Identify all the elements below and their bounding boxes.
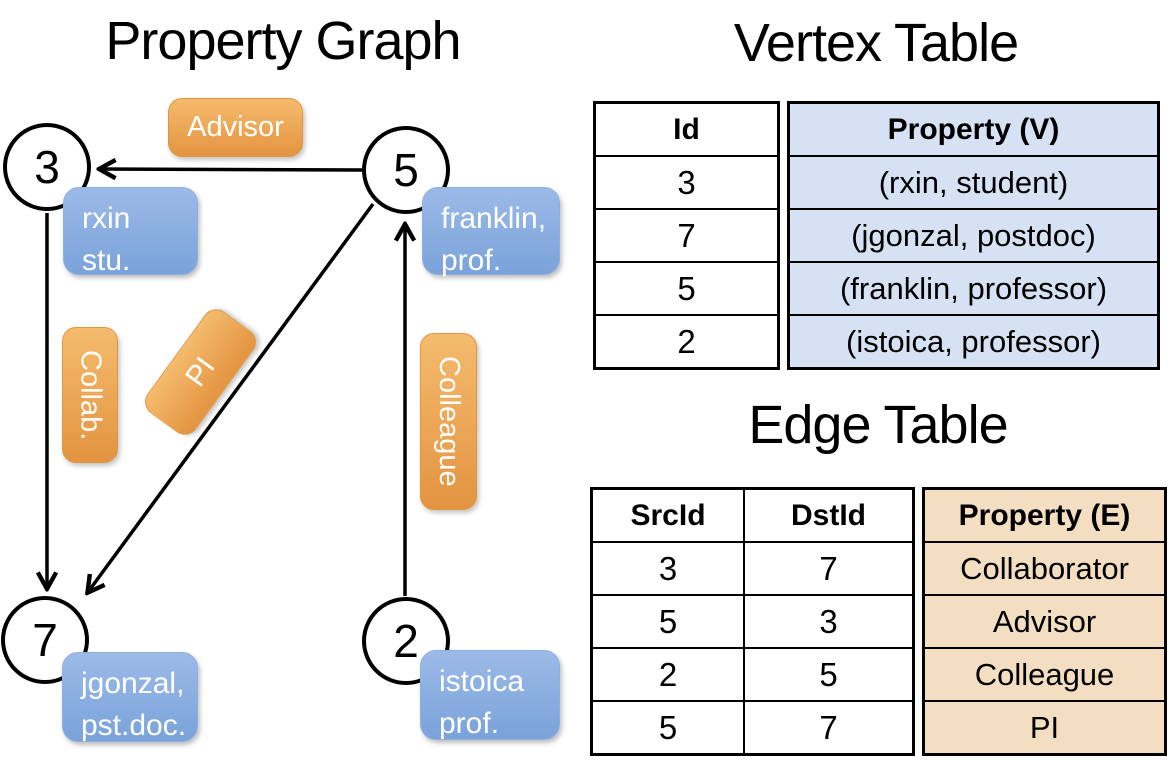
vertex-label-rxin: rxin stu. — [63, 187, 198, 277]
edge-table-srcid-header: SrcId — [630, 498, 706, 532]
edge-table-property-header: Property (E) — [958, 498, 1131, 532]
edge-table-srcid-column: SrcId 3 5 2 5 — [593, 490, 745, 753]
edge-label-text: PI — [179, 351, 222, 393]
vertex-label-franklin: franklin, prof. — [422, 187, 560, 277]
vertex-table: Id 3 7 5 2 Property (V) (rxin, student) … — [593, 101, 1160, 370]
vertex-table-property-column: Property (V) (rxin, student) (jgonzal, p… — [787, 101, 1160, 370]
vertex-label-line: prof. — [441, 244, 502, 277]
edge-table-dstid-header: DstId — [791, 498, 866, 532]
vertex-row-id: 7 — [596, 208, 777, 261]
advisor-edge-arrow — [100, 169, 363, 170]
vertex-label-line: franklin, — [441, 202, 547, 235]
vertex-label-line: prof. — [439, 707, 500, 740]
node-id: 7 — [32, 614, 58, 666]
edge-row-srcid: 3 — [593, 541, 743, 594]
vertex-label-line: istoica — [439, 665, 525, 698]
edge-row-dstid: 7 — [745, 700, 912, 753]
vertex-row-property: (rxin, student) — [790, 155, 1157, 208]
vertex-row-property: (franklin, professor) — [790, 261, 1157, 314]
edge-table: SrcId 3 5 2 5 DstId 7 3 5 7 Property (E)… — [590, 487, 1167, 756]
edge-table-title: Edge Table — [748, 395, 1008, 455]
vertex-label-line: jgonzal, — [81, 667, 185, 700]
vertex-table-id-header: Id — [673, 112, 700, 146]
vertex-label-line: pst.doc. — [81, 709, 187, 742]
edge-row-dstid: 7 — [745, 541, 912, 594]
edge-row-srcid: 2 — [593, 647, 743, 700]
graph-node-2: 2 — [362, 597, 450, 685]
vertex-row-property: (istoica, professor) — [790, 314, 1157, 367]
node-id: 3 — [34, 141, 60, 193]
edge-row-property: PI — [925, 700, 1164, 753]
pi-edge-arrow — [88, 202, 375, 592]
edge-label-colleague: Colleague — [420, 333, 477, 510]
vertex-row-id: 3 — [596, 155, 777, 208]
edge-row-dstid: 3 — [745, 594, 912, 647]
vertex-row-property: (jgonzal, postdoc) — [790, 208, 1157, 261]
vertex-label-line: rxin — [82, 202, 131, 235]
edge-label-advisor: Advisor — [168, 98, 303, 157]
vertex-row-id: 2 — [596, 314, 777, 367]
edge-table-dstid-column: DstId 7 3 5 7 — [745, 490, 912, 753]
vertex-table-id-column: Id 3 7 5 2 — [593, 101, 780, 370]
property-graph-title: Property Graph — [105, 11, 461, 71]
edge-row-property: Collaborator — [925, 541, 1164, 594]
edge-label-text: Colleague — [433, 356, 465, 487]
graph-edges-layer — [0, 0, 585, 760]
vertex-label-jgonzal: jgonzal, pst.doc. — [62, 652, 198, 742]
edge-table-ids-columns: SrcId 3 5 2 5 DstId 7 3 5 7 — [590, 487, 915, 756]
graph-node-5: 5 — [362, 126, 450, 214]
vertex-label-line: stu. — [82, 244, 131, 277]
vertex-row-id: 5 — [596, 261, 777, 314]
edge-row-srcid: 5 — [593, 700, 743, 753]
edge-row-srcid: 5 — [593, 594, 743, 647]
edge-row-property: Advisor — [925, 594, 1164, 647]
edge-row-dstid: 5 — [745, 647, 912, 700]
vertex-table-property-header: Property (V) — [887, 112, 1060, 146]
edge-label-text: Advisor — [187, 111, 284, 143]
edge-label-text: Collab. — [74, 349, 107, 441]
edge-label-collaborator: Collab. — [62, 327, 118, 463]
node-id: 5 — [393, 144, 419, 196]
edge-table-property-column: Property (E) Collaborator Advisor Collea… — [922, 487, 1167, 756]
vertex-label-istoica: istoica prof. — [420, 650, 560, 740]
edge-row-property: Colleague — [925, 647, 1164, 700]
node-id: 2 — [393, 615, 419, 667]
vertex-table-title: Vertex Table — [733, 13, 1019, 73]
